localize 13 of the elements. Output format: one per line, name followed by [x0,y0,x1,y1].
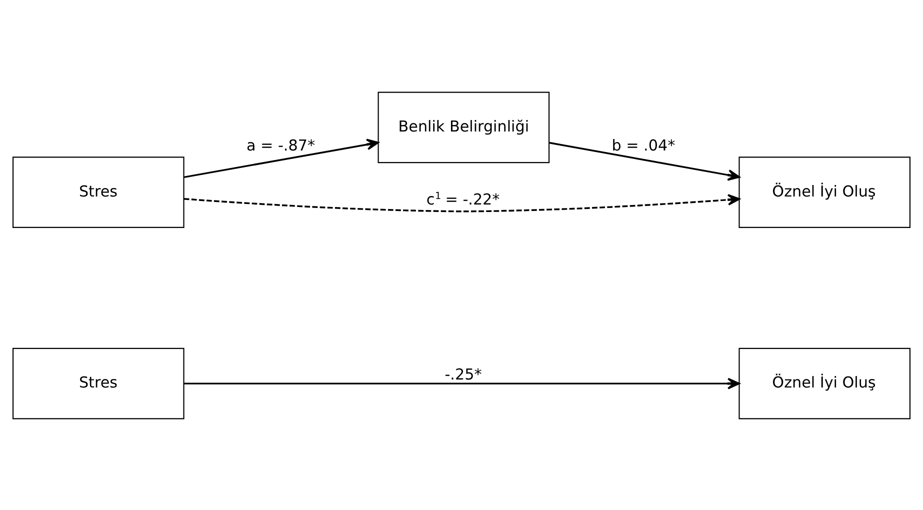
node-box: Öznel İyi Oluş [738,347,910,419]
arrow [549,141,740,180]
node-box: Öznel İyi Oluş [738,156,910,228]
node-box: Stres [12,156,184,228]
edge-label: b = .04* [612,136,676,154]
edge-label: -.25* [444,364,482,383]
node-box: Stres [12,347,184,419]
arrow [184,377,740,389]
edge-label: a = -.87* [246,136,316,154]
node-box: Benlik Belirginliği [378,91,550,163]
arrow [184,138,379,178]
edge-label: c$^{1}$ = -.22* [426,190,500,208]
arrow [184,194,740,212]
